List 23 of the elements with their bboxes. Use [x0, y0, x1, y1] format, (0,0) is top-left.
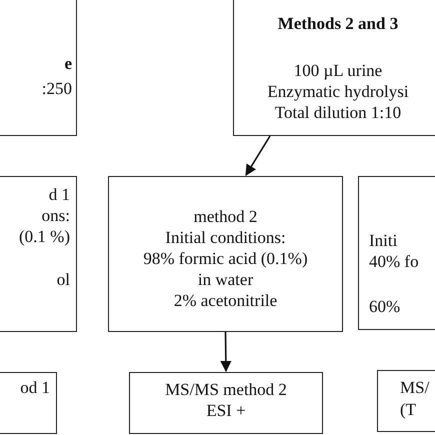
arrow — [245, 136, 271, 176]
box-heading: e — [63, 53, 73, 74]
method-box — [0, 0, 77, 136]
box-text: 60% — [368, 296, 402, 317]
box-text: method 2 Initial conditions: 98% formic acid (0.1%) in water 2% acetonitrile — [142, 206, 309, 311]
method-box — [108, 176, 343, 332]
box-text: (T — [399, 399, 418, 420]
box-text: ol — [56, 269, 71, 290]
box-text: :250 — [40, 78, 73, 99]
method-box — [129, 372, 323, 434]
box-text: od 1 — [19, 377, 51, 398]
box-text: MS/ — [399, 377, 430, 398]
box-heading: Methods 2 and 3 — [276, 13, 400, 34]
arrow — [220, 332, 232, 372]
method-box — [358, 176, 435, 330]
box-text: 100 µL urine Enzymatic hydrolysi Total dilution 1:10 — [266, 60, 410, 123]
box-text: Initi 40% fo — [368, 230, 420, 272]
method-box — [233, 0, 435, 136]
method-box — [0, 372, 57, 434]
box-text: MS/MS method 2 ESI + — [164, 379, 288, 421]
method-box — [377, 370, 435, 432]
box-text: d 1 ons: (0.1 %) — [18, 184, 71, 247]
method-box — [0, 176, 77, 332]
